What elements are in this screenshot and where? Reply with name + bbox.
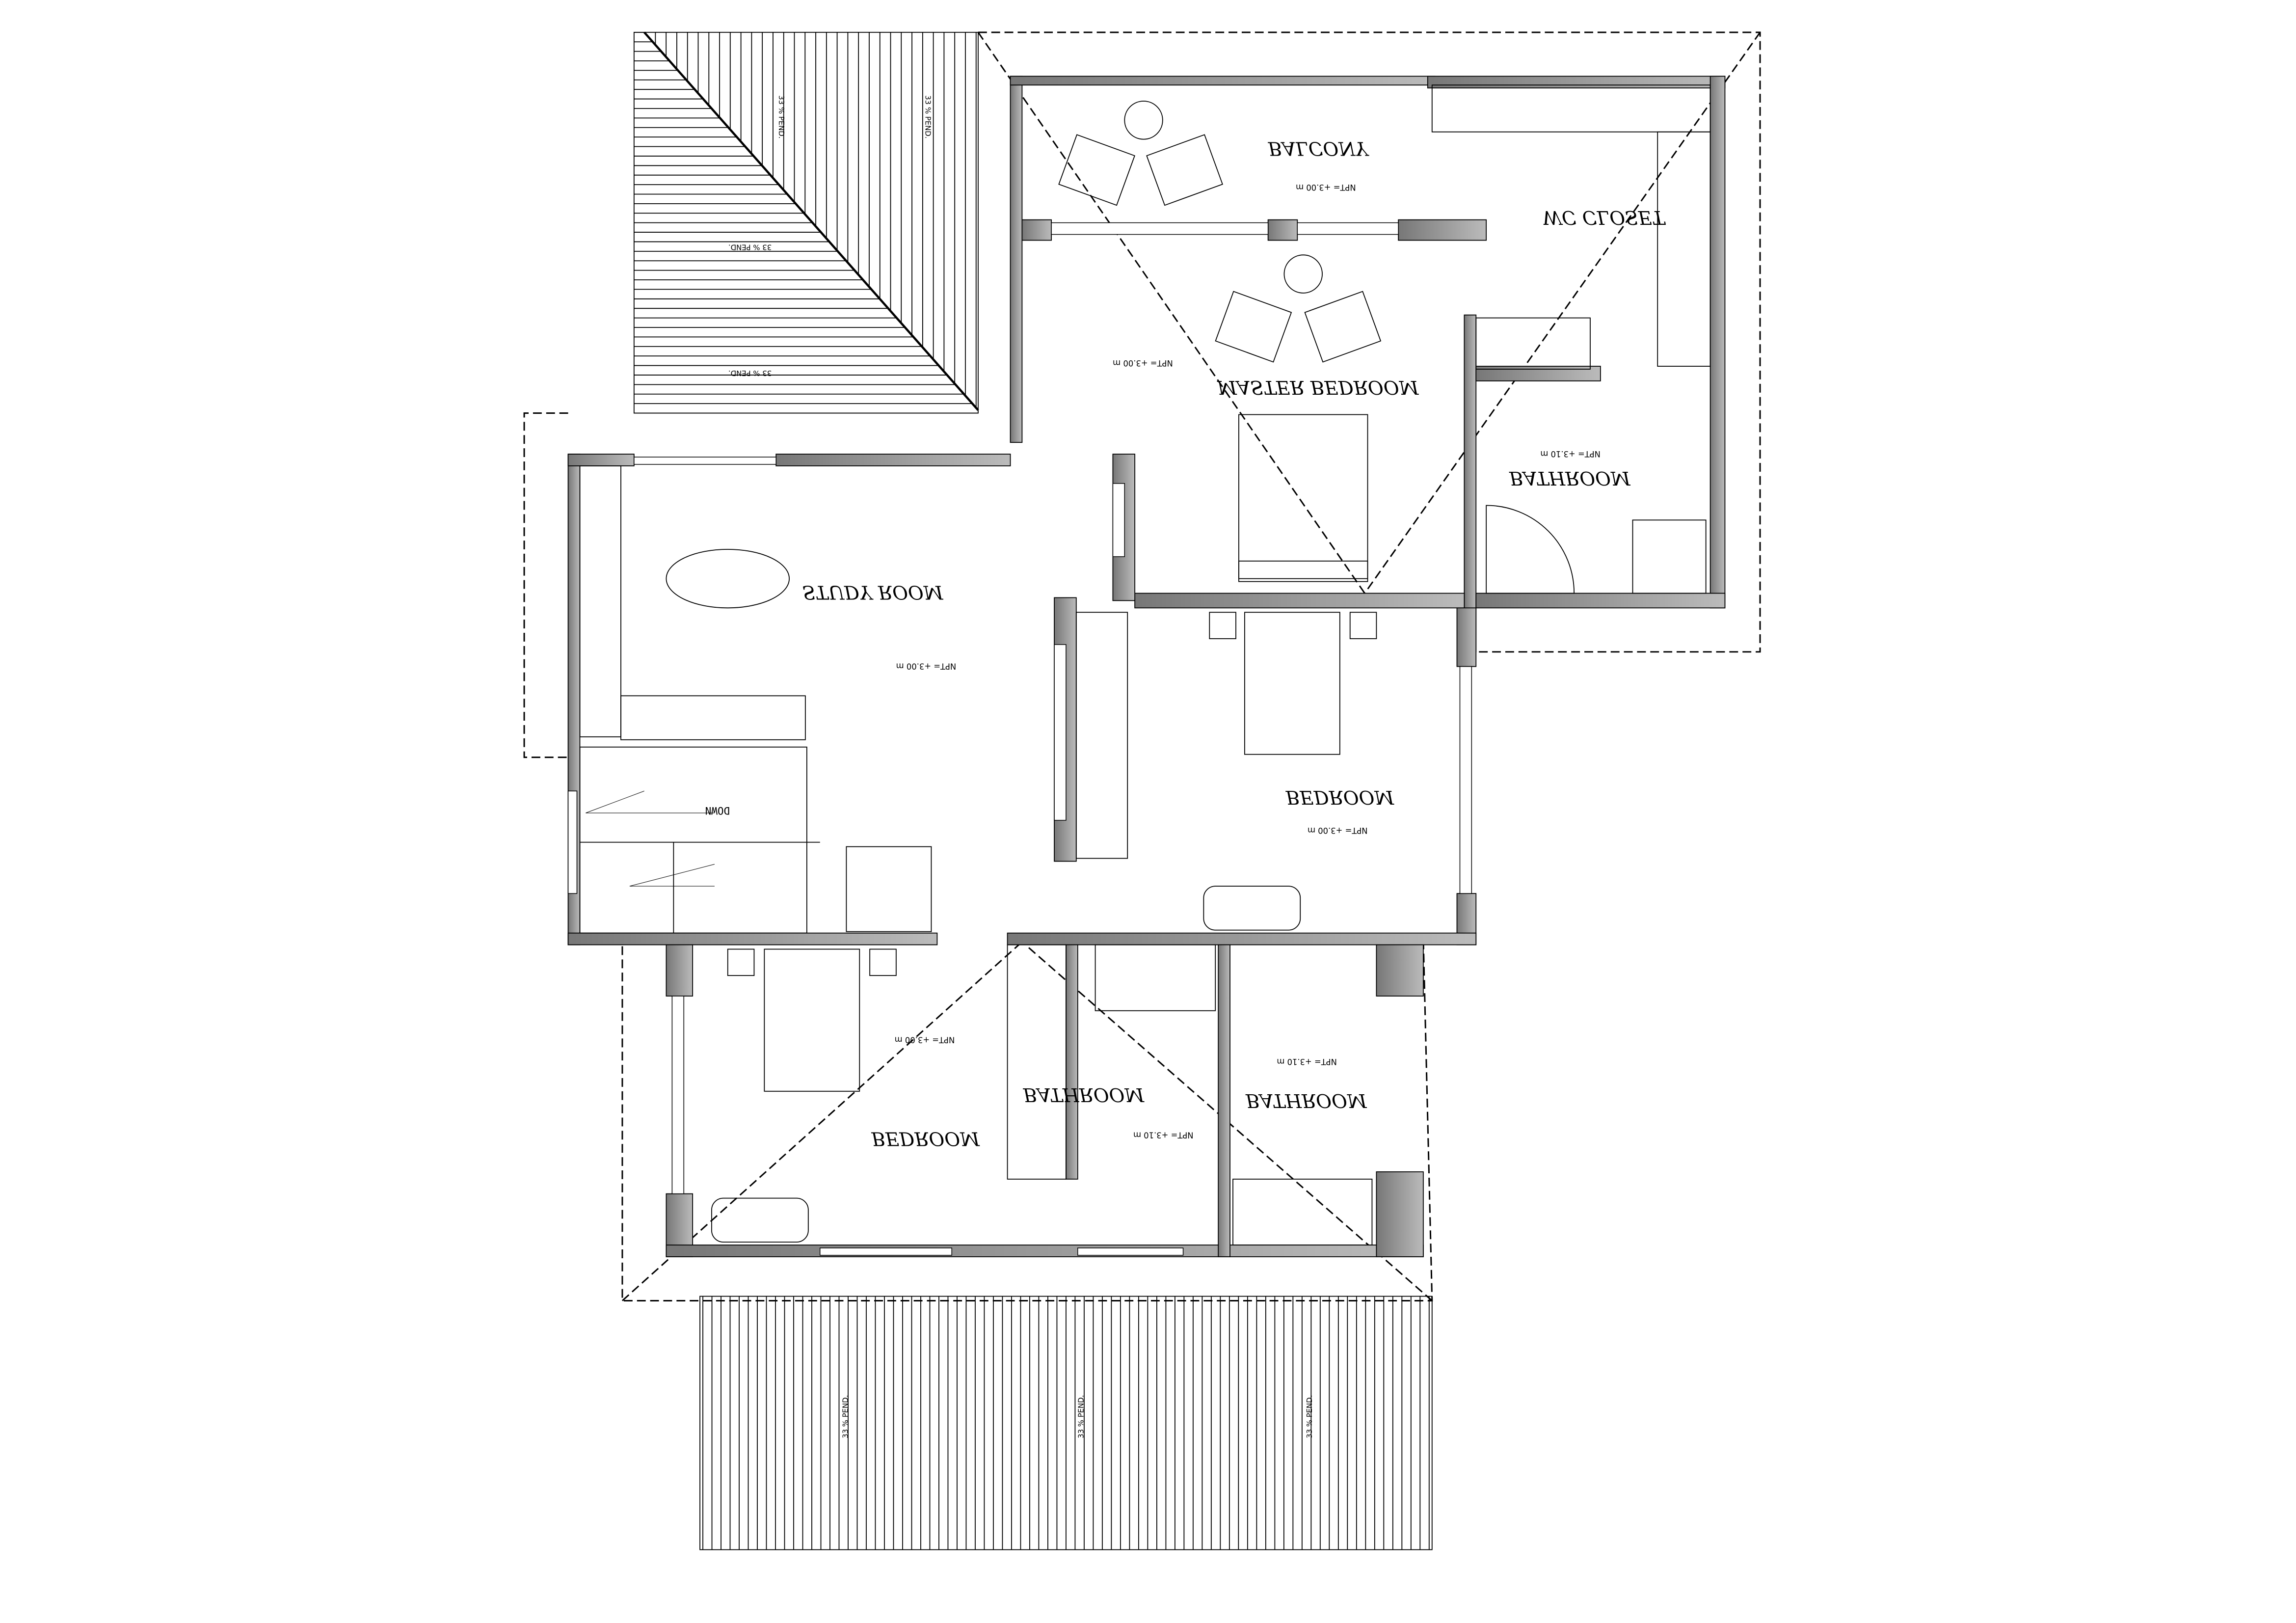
level-markers: NPT= +3.00 m NPT= +3.00 m NPT= +3.10 m N… xyxy=(895,183,1601,1139)
slope-label: 33 % PEND. xyxy=(1077,1395,1086,1438)
room-label-bathroom-middle: BATHROOM xyxy=(1022,1083,1145,1106)
staircase xyxy=(579,746,932,934)
walls xyxy=(567,76,1726,1257)
room-label-master-bathroom: BATHROOM xyxy=(1509,467,1631,489)
bed-left xyxy=(727,948,897,1092)
level-bathroom-middle: NPT= +3.10 m xyxy=(1133,1130,1194,1139)
bed-right xyxy=(1209,612,1377,755)
level-study-room: NPT= +3.00 m xyxy=(896,662,957,671)
furniture xyxy=(666,101,1707,1245)
slope-label: 33 % PEND. xyxy=(777,95,786,138)
roof-upper-left xyxy=(633,31,979,414)
slope-label: 33 % PEND. xyxy=(728,369,772,378)
windows xyxy=(567,222,1472,1256)
level-bathroom-right: NPT= +3.10 m xyxy=(1277,1057,1337,1066)
slope-label: 33 % PEND. xyxy=(924,95,933,138)
room-label-master-bedroom: MASTER BEDROOM xyxy=(1217,376,1419,398)
room-label-bedroom-left: BEDROOM xyxy=(871,1127,980,1149)
level-bedroom-left: NPT= +3.00 m xyxy=(895,1035,955,1044)
room-labels: BALCONY WC CLOSET MASTER BEDROOM BATHROO… xyxy=(705,137,1666,1150)
study-table xyxy=(666,549,790,609)
stair-label: DOWN xyxy=(705,805,730,816)
slope-label: 33 % PEND. xyxy=(728,243,772,251)
slope-label: 33 % PEND. xyxy=(841,1395,850,1438)
level-bedroom-right: NPT= +3.00 m xyxy=(1308,826,1368,835)
level-balcony: NPT= +3.00 m xyxy=(1296,183,1356,192)
room-label-study-room: STUDY ROOM xyxy=(802,581,944,603)
room-label-bedroom-right: BEDROOM xyxy=(1285,786,1395,808)
room-label-bathroom-right: BATHROOM xyxy=(1245,1089,1367,1111)
master-table xyxy=(1283,254,1323,294)
closets xyxy=(579,84,1711,1180)
level-master-bathroom: NPT= +3.10 m xyxy=(1540,449,1601,459)
level-master-bedroom: NPT= +3.00 m xyxy=(1113,358,1173,368)
bed-master xyxy=(1238,414,1368,582)
balcony-table xyxy=(1124,101,1163,140)
roof-bottom xyxy=(699,1296,1433,1550)
room-label-wc-closet: WC CLOSET xyxy=(1542,206,1666,228)
room-label-balcony: BALCONY xyxy=(1267,137,1369,160)
roof-slope-labels: 33 % PEND. 33 % PEND. 33 % PEND. 33 % PE… xyxy=(728,95,1314,1438)
slope-label: 33 % PEND. xyxy=(1305,1395,1314,1438)
